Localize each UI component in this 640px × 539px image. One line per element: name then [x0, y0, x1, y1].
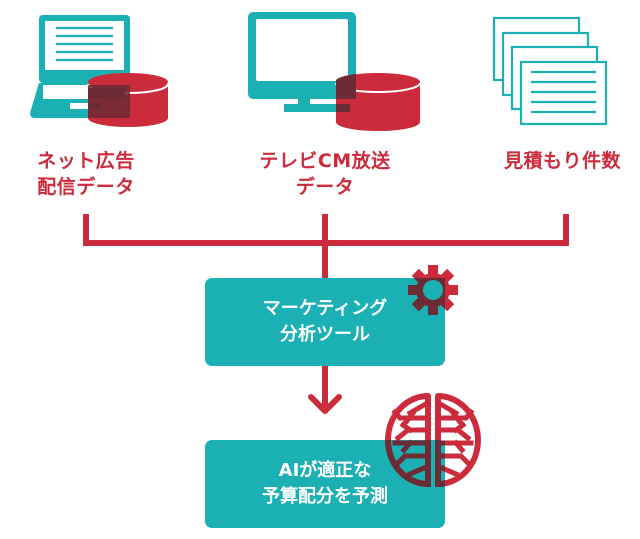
- connector-right: [325, 214, 569, 246]
- marketing-tool-box: マーケティング 分析ツール: [205, 278, 445, 366]
- monitor-icon: [248, 12, 356, 112]
- source-label-net-ad: ネット広告 配信データ: [37, 150, 135, 198]
- source-label-tv-cm: テレビCM放送 データ: [259, 150, 391, 198]
- brain-right-hemisphere: [435, 393, 481, 487]
- arrow-head: [308, 394, 342, 414]
- database-icon: [87, 73, 169, 127]
- connector-left: [83, 214, 325, 246]
- database-icon: [335, 73, 421, 131]
- laptop-icon: [30, 15, 140, 118]
- source-label-estimates: 見積もり件数: [503, 150, 621, 172]
